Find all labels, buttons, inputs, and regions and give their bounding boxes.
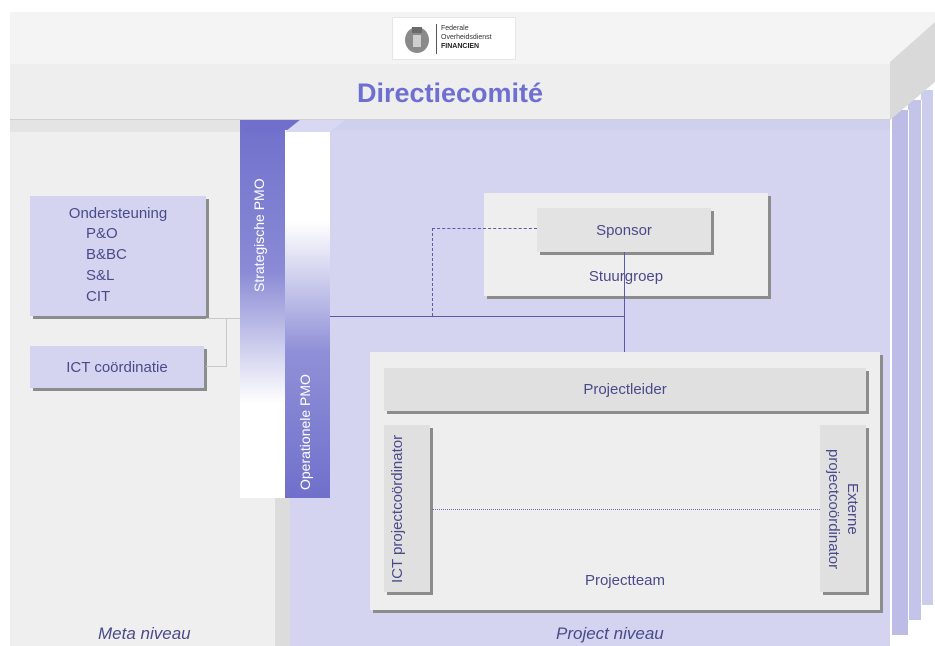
ict-coordination-box: ICT coördinatie (30, 346, 204, 388)
depth-layer-3 (921, 90, 933, 605)
logo-text-financien: FINANCIEN (441, 43, 480, 50)
meta-connector-h1 (206, 318, 240, 319)
logo-text-federale: Federale (441, 25, 469, 32)
sponsor-box: Sponsor (537, 208, 711, 252)
support-item: CIT (86, 288, 111, 305)
connector-pmo-h (330, 316, 625, 317)
operational-pmo-top (285, 120, 345, 132)
project-leader-box: Projectleider (384, 368, 866, 411)
dashed-sponsor-h (432, 228, 537, 229)
external-coordinator-label: Externe projectcoördinator (825, 448, 861, 570)
project-panel-top (290, 120, 890, 132)
page-title: Directiecomité (356, 77, 544, 108)
meta-panel-top (10, 120, 290, 134)
meta-level-label: Meta niveau (98, 624, 191, 643)
operational-pmo-label: Operationele PMO (297, 374, 313, 490)
project-level-label: Project niveau (556, 624, 664, 643)
dashed-sponsor-v (432, 228, 433, 316)
depth-layer-1 (892, 110, 909, 635)
support-box: Ondersteuning P&O B&BC S&L CIT (30, 196, 206, 316)
ict-coordinator-label: ICT projectcoördinator (389, 434, 406, 584)
steering-group-label: Stuurgroep (588, 268, 664, 285)
strategic-pmo-top (240, 120, 300, 132)
connector-steering-down (624, 252, 625, 352)
external-coordinator-box (820, 425, 866, 592)
logo-divider (436, 24, 437, 54)
header-slab-front (10, 64, 890, 120)
strategic-pmo-column (240, 120, 285, 498)
meta-connector-v (226, 318, 227, 366)
support-title: Ondersteuning (68, 205, 168, 222)
ict-coordinator-box (384, 425, 430, 592)
coat-of-arms-icon (403, 24, 431, 54)
meta-connector-h2 (206, 366, 227, 367)
support-item: P&O (86, 225, 118, 242)
support-item: S&L (86, 267, 115, 284)
strategic-pmo-label: Strategische PMO (251, 178, 267, 292)
depth-layer-2 (908, 100, 922, 620)
operational-pmo-column (285, 130, 330, 498)
dashed-coordinators-h (432, 509, 820, 510)
support-item: B&BC (86, 246, 127, 263)
logo: Federale Overheidsdienst FINANCIEN (392, 17, 516, 60)
project-team-label: Projectteam (584, 572, 666, 589)
logo-text-overheidsdienst: Overheidsdienst (441, 34, 492, 41)
